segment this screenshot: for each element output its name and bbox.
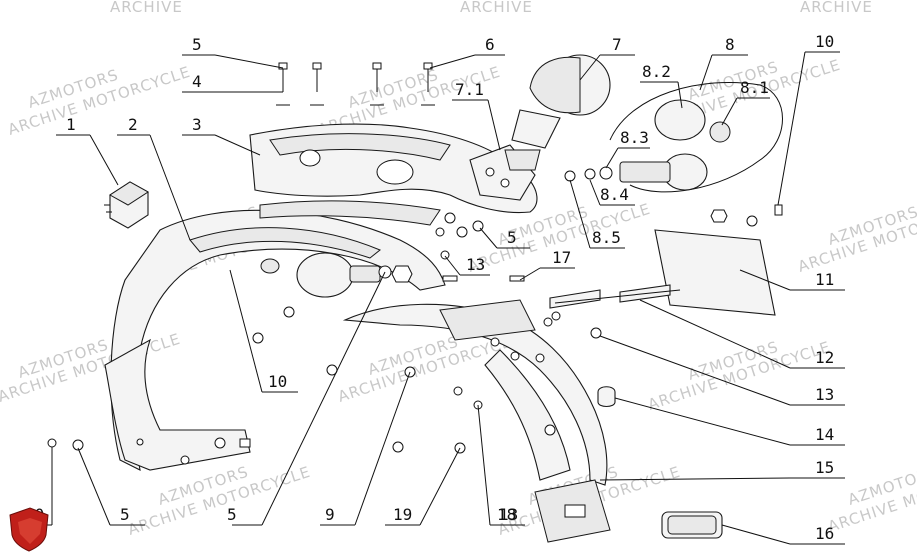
screw xyxy=(370,62,384,106)
part-rubber xyxy=(597,386,616,408)
svg-text:7.1: 7.1 xyxy=(455,80,484,99)
svg-text:ARCHIVE: ARCHIVE xyxy=(460,0,533,16)
svg-text:ARCHIVE: ARCHIVE xyxy=(110,0,183,16)
part-plate-bracket xyxy=(549,284,681,309)
svg-text:18: 18 xyxy=(497,505,516,524)
svg-text:5: 5 xyxy=(192,35,202,54)
svg-text:13: 13 xyxy=(499,505,518,524)
shield-logo-icon xyxy=(9,507,49,552)
svg-text:16: 16 xyxy=(815,524,834,543)
svg-text:7: 7 xyxy=(612,35,622,54)
svg-text:8.1: 8.1 xyxy=(740,78,769,97)
screws-top xyxy=(276,62,435,106)
hardware xyxy=(47,204,783,454)
svg-text:13: 13 xyxy=(815,385,834,404)
part-tail-light xyxy=(504,54,611,171)
svg-text:5: 5 xyxy=(507,228,517,247)
svg-text:10: 10 xyxy=(268,372,287,391)
svg-text:19: 19 xyxy=(393,505,412,524)
part-reflector xyxy=(661,511,723,539)
svg-text:14: 14 xyxy=(815,425,834,444)
svg-text:4: 4 xyxy=(192,72,202,91)
svg-text:8.3: 8.3 xyxy=(620,128,649,147)
part-rear-signal xyxy=(296,252,413,298)
part-seat-cowl xyxy=(249,123,538,226)
svg-text:8.5: 8.5 xyxy=(592,228,621,247)
svg-text:9: 9 xyxy=(325,505,335,524)
part-relay xyxy=(104,181,149,229)
svg-text:1: 1 xyxy=(66,115,76,134)
screw xyxy=(310,62,324,106)
svg-text:10: 10 xyxy=(815,32,834,51)
svg-text:ARCHIVE: ARCHIVE xyxy=(800,0,873,16)
screw xyxy=(276,62,290,106)
leader-lines xyxy=(20,51,845,545)
svg-text:5: 5 xyxy=(227,505,237,524)
svg-text:8: 8 xyxy=(725,35,735,54)
svg-text:8.2: 8.2 xyxy=(642,62,671,81)
part-license-plate xyxy=(654,229,776,316)
svg-text:13: 13 xyxy=(466,255,485,274)
svg-text:17: 17 xyxy=(552,248,571,267)
part-rear-fender xyxy=(342,299,611,543)
svg-text:5: 5 xyxy=(120,505,130,524)
screw xyxy=(421,62,435,106)
callout-labels: 1 2 3 4 5 6 7 7.1 8 8.2 8.1 8.3 8.4 8.5 … xyxy=(25,32,834,543)
svg-text:6: 6 xyxy=(485,35,495,54)
svg-text:2: 2 xyxy=(128,115,138,134)
svg-text:3: 3 xyxy=(192,115,202,134)
svg-text:8.4: 8.4 xyxy=(600,185,629,204)
svg-text:12: 12 xyxy=(815,348,834,367)
svg-text:11: 11 xyxy=(815,270,834,289)
svg-text:15: 15 xyxy=(815,458,834,477)
